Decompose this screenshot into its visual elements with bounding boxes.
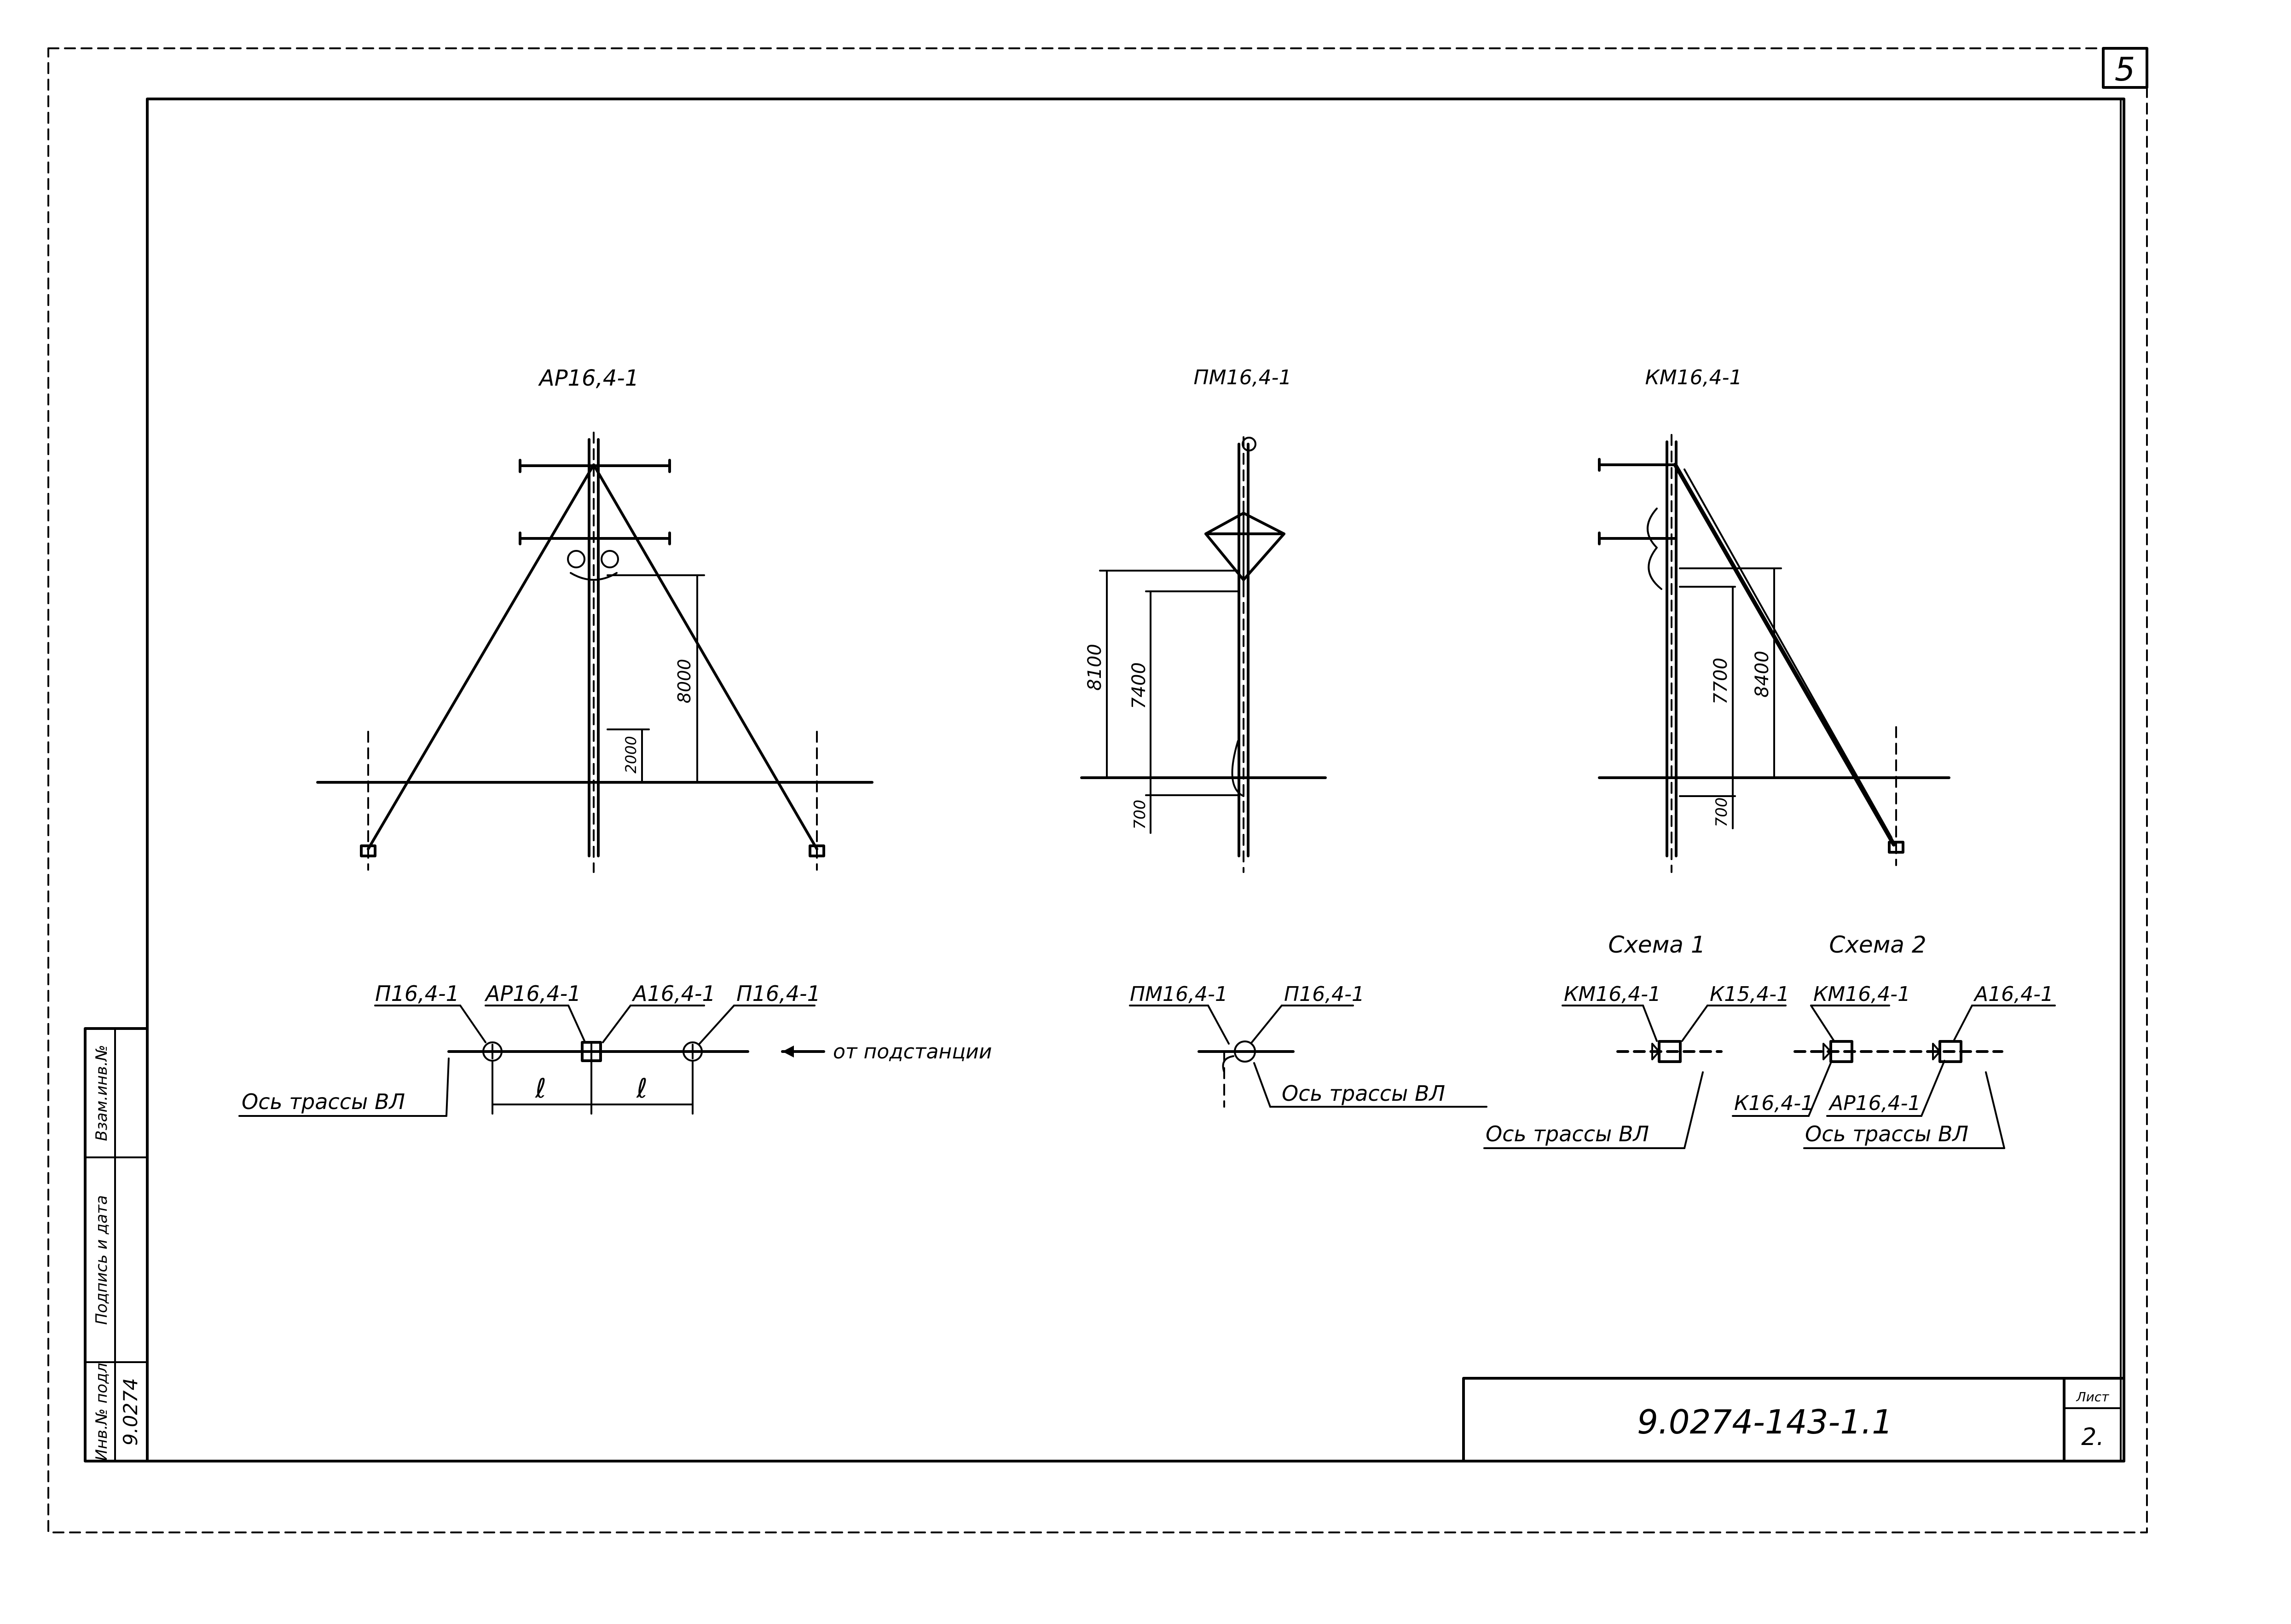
title-block: 9.0274-143-1.1 Лист 2.	[1462, 1377, 2125, 1462]
plan-pm: ПМ16,4-1 П16,4-1 Ось трассы ВЛ	[1129, 982, 1487, 1108]
sheet-value: 2.	[2081, 1423, 2104, 1451]
plan-ar-label-a: А16,4-1	[631, 981, 716, 1006]
plan-ar: ℓ ℓ П16,4-1 АР16,4-1 А16,4-1 П16,4-1 от …	[238, 981, 992, 1117]
sheet-number-box: 5	[2102, 47, 2148, 89]
side-stamp-col3: Взам.инв.№	[93, 1045, 111, 1141]
scheme2-title: Схема 2	[1829, 931, 1926, 958]
scheme2-label-km: КМ16,4-1	[1813, 982, 1910, 1006]
side-stamp-inv-number: 9.0274	[119, 1378, 142, 1446]
dim-pm-7400: 7400	[1128, 662, 1150, 709]
scheme1-label-k: К15,4-1	[1710, 982, 1789, 1006]
support-ar-drawing: АР16,4-1 8000 2000	[316, 365, 874, 873]
dim-ar-8000: 8000	[674, 659, 694, 704]
dim-pm-8100: 8100	[1084, 644, 1105, 691]
support-km-title: КМ16,4-1	[1645, 366, 1742, 389]
support-ar-title: АР16,4-1	[538, 365, 639, 391]
sheet-label: Лист	[2076, 1389, 2110, 1404]
plan-ar-label-ar: АР16,4-1	[484, 981, 581, 1006]
inner-frame	[146, 98, 2125, 1462]
side-stamp-col2: Подпись и дата	[93, 1195, 111, 1325]
plan-pm-axis: Ось трассы ВЛ	[1282, 1081, 1445, 1106]
plan-ar-from-substation: от подстанции	[833, 1040, 992, 1063]
scheme-1: Схема 1 КМ16,4-1 К15,4-1 Ось трассы ВЛ	[1483, 931, 1789, 1149]
doc-code: 9.0274-143-1.1	[1637, 1403, 1893, 1441]
support-km-drawing: КМ16,4-1 7700 8400 700	[1598, 366, 1950, 873]
dim-km-7700: 7700	[1710, 658, 1731, 705]
scheme2-label-k: К16,4-1	[1734, 1092, 1814, 1115]
dim-pm-700: 700	[1131, 800, 1149, 830]
dim-km-8400: 8400	[1752, 651, 1773, 698]
support-pm-title: ПМ16,4-1	[1194, 366, 1292, 389]
outer-frame	[47, 47, 2148, 1533]
dim-ar-2000: 2000	[622, 736, 640, 773]
plan-ar-label-p2: П16,4-1	[736, 981, 821, 1006]
scheme1-label-km: КМ16,4-1	[1564, 982, 1661, 1006]
scheme2-axis: Ось трассы ВЛ	[1805, 1121, 1968, 1146]
scheme2-label-a: А16,4-1	[1973, 982, 2054, 1006]
plan-ar-axis: Ось трассы ВЛ	[242, 1089, 405, 1114]
scheme2-label-ar: АР16,4-1	[1828, 1092, 1921, 1115]
plan-ar-label-p1: П16,4-1	[375, 981, 459, 1006]
dim-km-700: 700	[1712, 798, 1731, 827]
plan-pm-label-p: П16,4-1	[1284, 982, 1365, 1006]
scheme1-title: Схема 1	[1608, 931, 1705, 958]
side-stamp: Инв.№ подл Подпись и дата Взам.инв.№ 9.0…	[84, 1027, 149, 1462]
plan-pm-label-pm: ПМ16,4-1	[1130, 982, 1228, 1006]
plan-ar-span-left: ℓ	[535, 1073, 546, 1104]
plan-ar-span-right: ℓ	[636, 1073, 648, 1104]
side-stamp-col1: Инв.№ подл	[93, 1363, 111, 1461]
scheme1-axis: Ось трассы ВЛ	[1486, 1121, 1649, 1146]
scheme-2: Схема 2 КМ16,4-1 А16,4-1 К16,4-1 АР16,4-…	[1732, 931, 2056, 1149]
sheet-number: 5	[2115, 51, 2135, 88]
support-pm-drawing: ПМ16,4-1 8100 7400 700	[1080, 366, 1327, 873]
